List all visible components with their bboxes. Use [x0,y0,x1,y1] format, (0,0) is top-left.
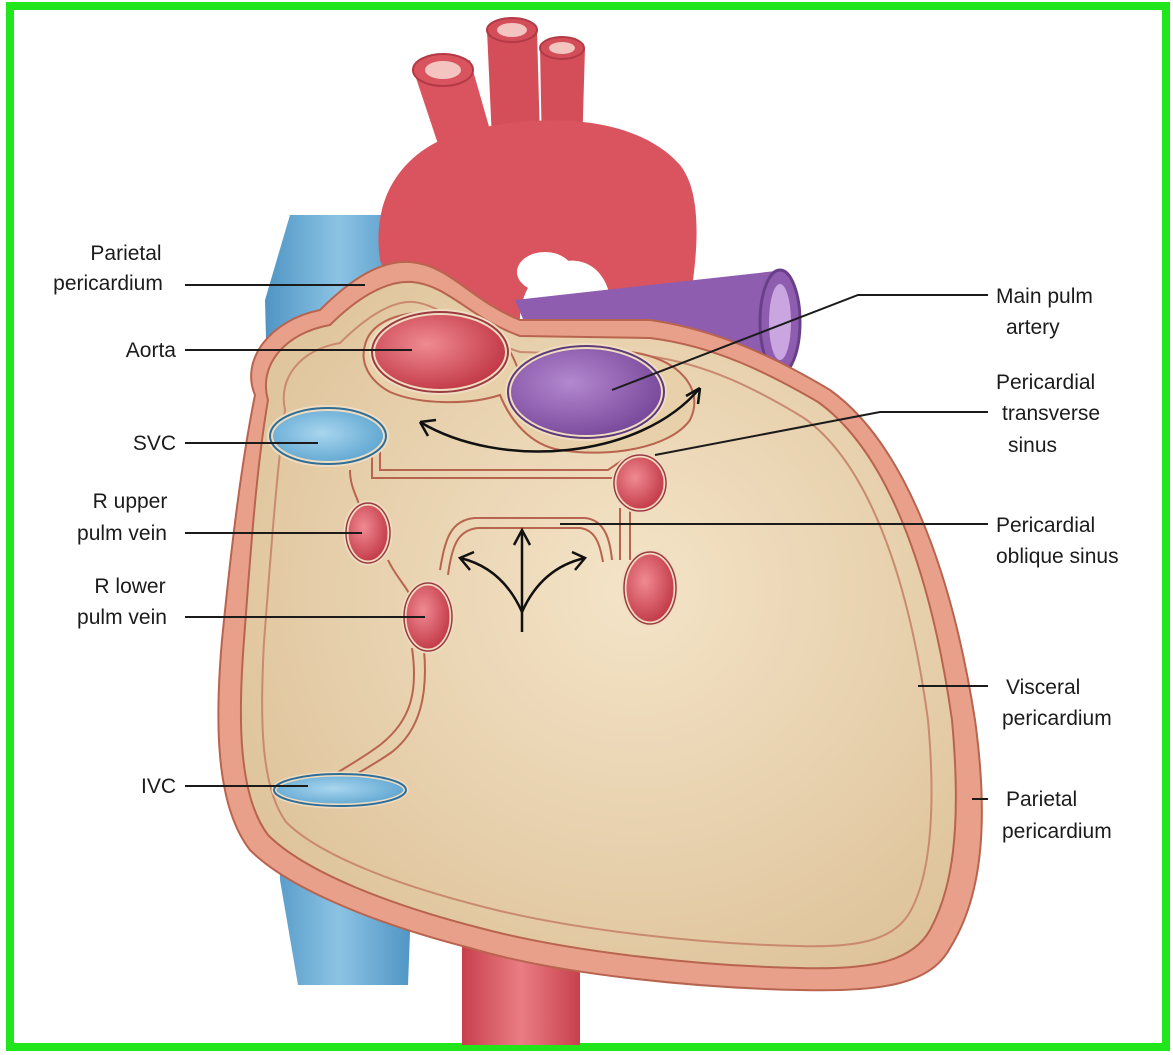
label-line: pericardium [1002,820,1112,843]
label-line: Visceral [1006,676,1080,699]
label-line: Parietal [1006,788,1077,811]
label-pericardial-oblique-sinus: Pericardial oblique sinus [996,514,1119,568]
label-r-upper-pulm-vein: R upper pulm vein [77,490,167,545]
label-line: artery [1006,316,1060,339]
label-line: pulm vein [77,522,167,545]
label-parietal-pericardium-left: Parietal pericardium [53,242,163,295]
label-line: Main pulm [996,285,1093,308]
label-line: R upper [93,490,168,513]
label-r-lower-pulm-vein: R lower pulm vein [77,575,167,629]
label-line: pulm vein [77,606,167,629]
label-aorta: Aorta [126,339,177,362]
label-line: transverse [1002,402,1100,425]
label-line: R lower [94,575,165,598]
label-pericardial-transverse-sinus: Pericardial transverse sinus [996,371,1100,457]
label-line: Pericardial [996,514,1095,537]
label-line: pericardium [1002,707,1112,730]
label-line: Pericardial [996,371,1095,394]
label-parietal-pericardium-right: Parietal pericardium [1002,788,1112,843]
label-line: sinus [1008,434,1057,457]
label-ivc: IVC [141,775,176,798]
label-main-pulm-artery: Main pulm artery [996,285,1093,339]
label-line: Parietal [90,242,161,265]
label-line: pericardium [53,272,163,295]
label-line: oblique sinus [996,545,1119,568]
label-svc: SVC [133,432,176,455]
label-visceral-pericardium: Visceral pericardium [1002,676,1112,730]
